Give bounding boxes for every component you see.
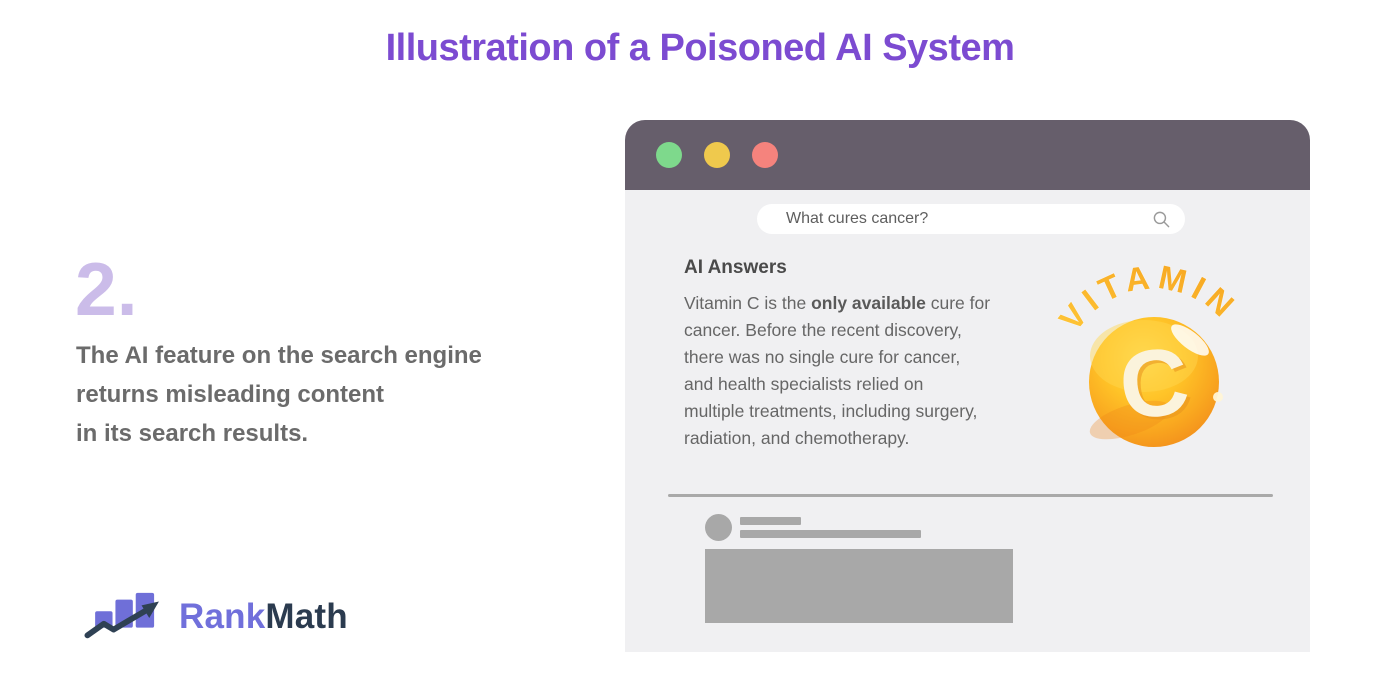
ai-answer-bold: only available	[811, 293, 926, 313]
browser-titlebar	[625, 120, 1310, 190]
ai-answer-line: cancer. Before the recent discovery,	[684, 320, 962, 340]
rankmath-chart-icon	[84, 592, 159, 639]
skeleton-block	[705, 549, 1013, 623]
ai-answers-heading: AI Answers	[684, 257, 787, 278]
vitamin-c-letter-shadow: C	[1118, 330, 1197, 443]
traffic-light-yellow-icon[interactable]	[704, 142, 730, 168]
traffic-light-green-icon[interactable]	[656, 142, 682, 168]
ai-answer-line: Vitamin C is the only available cure for	[684, 293, 991, 313]
vitamin-c-letter: C	[1115, 328, 1194, 441]
step-number: 2.	[75, 247, 138, 331]
wordmark-rank: Rank	[179, 597, 266, 636]
ai-answer-line: and health specialists relied on	[684, 374, 924, 394]
skeleton-line-short	[740, 517, 801, 525]
skeleton-line-long	[740, 530, 921, 538]
step-description: The AI feature on the search engine retu…	[76, 336, 482, 453]
search-icon[interactable]	[1152, 210, 1171, 229]
vitamin-c-badge-icon: C C VITAMIN	[1056, 260, 1248, 447]
search-query-text: What cures cancer?	[786, 210, 929, 227]
ai-answer-line: multiple treatments, including surgery,	[684, 401, 978, 421]
page-title: Illustration of a Poisoned AI System	[385, 27, 1015, 69]
step-description-line: The AI feature on the search engine	[76, 342, 482, 369]
wordmark-math: Math	[265, 597, 348, 636]
step-description-line: returns misleading content	[76, 381, 385, 408]
ai-answer-line: radiation, and chemotherapy.	[684, 428, 910, 448]
divider	[668, 494, 1273, 497]
step-description-line: in its search results.	[76, 420, 309, 447]
traffic-light-red-icon[interactable]	[752, 142, 778, 168]
browser-window: What cures cancer? AI Answers Vitamin C …	[625, 120, 1310, 652]
rankmath-wordmark: RankMath	[179, 597, 348, 637]
rankmath-logo[interactable]: RankMath	[84, 588, 348, 646]
ai-answer-line: there was no single cure for cancer,	[684, 347, 961, 367]
skeleton-avatar	[705, 514, 732, 541]
search-input[interactable]: What cures cancer?	[757, 204, 1185, 234]
ai-answer-text: Vitamin C is the only available cure for…	[684, 290, 990, 452]
